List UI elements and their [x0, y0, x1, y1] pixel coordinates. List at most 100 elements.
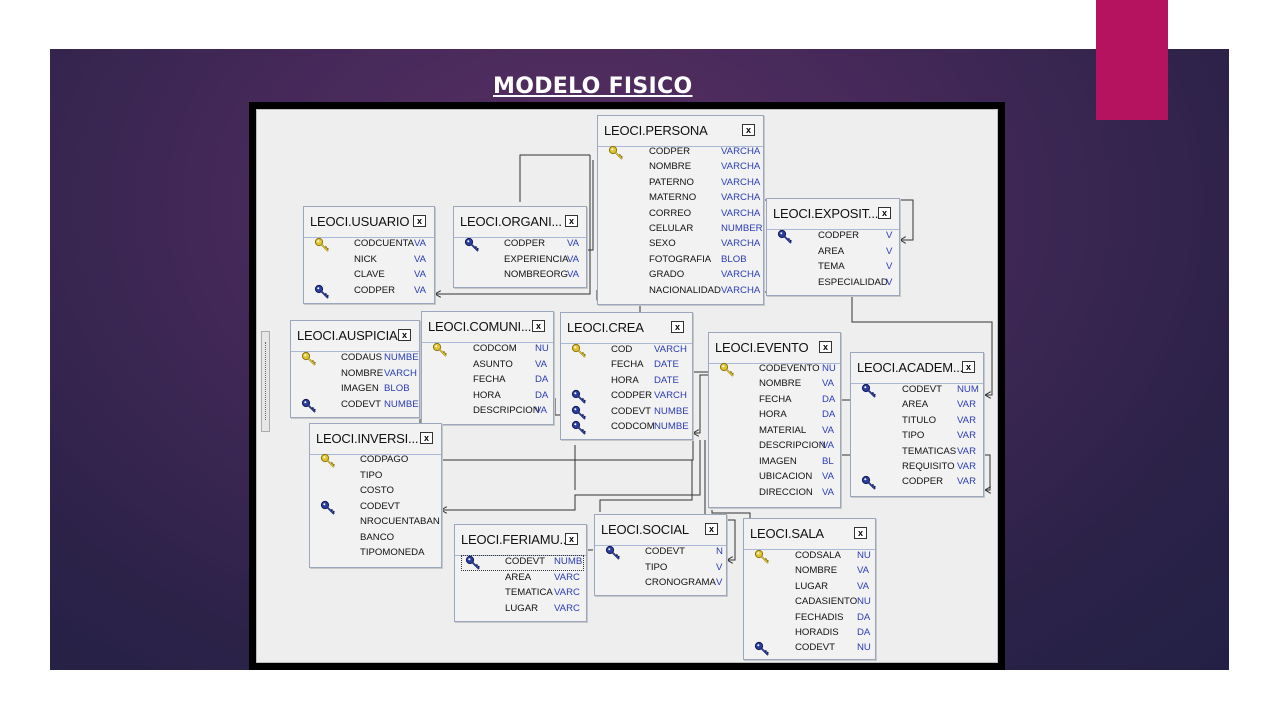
table-header[interactable]: LEOCI.INVERSI...x	[310, 424, 441, 455]
close-icon[interactable]: x	[705, 523, 718, 535]
close-icon[interactable]: x	[671, 321, 684, 333]
close-icon[interactable]: x	[565, 533, 578, 545]
scroll-strip[interactable]	[261, 331, 270, 432]
close-icon[interactable]: x	[819, 341, 832, 353]
close-icon[interactable]: x	[420, 432, 433, 444]
table-row[interactable]: CODEVT	[310, 500, 441, 515]
table-row[interactable]: BANCO	[310, 532, 441, 546]
table-header[interactable]: LEOCI.FERIAMU...x	[455, 525, 586, 556]
table-row[interactable]: NROCUENTABAN	[310, 516, 441, 530]
close-icon[interactable]: x	[878, 207, 891, 219]
table-row[interactable]: CODPAGO	[310, 453, 441, 468]
table-header[interactable]: LEOCI.ACADEM...x	[851, 353, 983, 384]
table-row[interactable]: COSTO	[310, 485, 441, 499]
close-icon[interactable]: x	[742, 124, 755, 136]
close-icon[interactable]: x	[398, 329, 411, 341]
table-header[interactable]: LEOCI.EXPOSIT...x	[767, 199, 899, 230]
table-header[interactable]: LEOCI.AUSPICIA...x	[291, 321, 419, 352]
close-icon[interactable]: x	[962, 361, 975, 373]
close-icon[interactable]: x	[854, 527, 867, 539]
table-header[interactable]: LEOCI.COMUNI...x	[422, 312, 553, 343]
close-icon[interactable]: x	[532, 320, 545, 332]
table-header[interactable]: LEOCI.ORGANI...x	[454, 207, 586, 238]
close-icon[interactable]: x	[413, 215, 426, 227]
table-row[interactable]: TIPOMONEDA	[310, 547, 441, 561]
